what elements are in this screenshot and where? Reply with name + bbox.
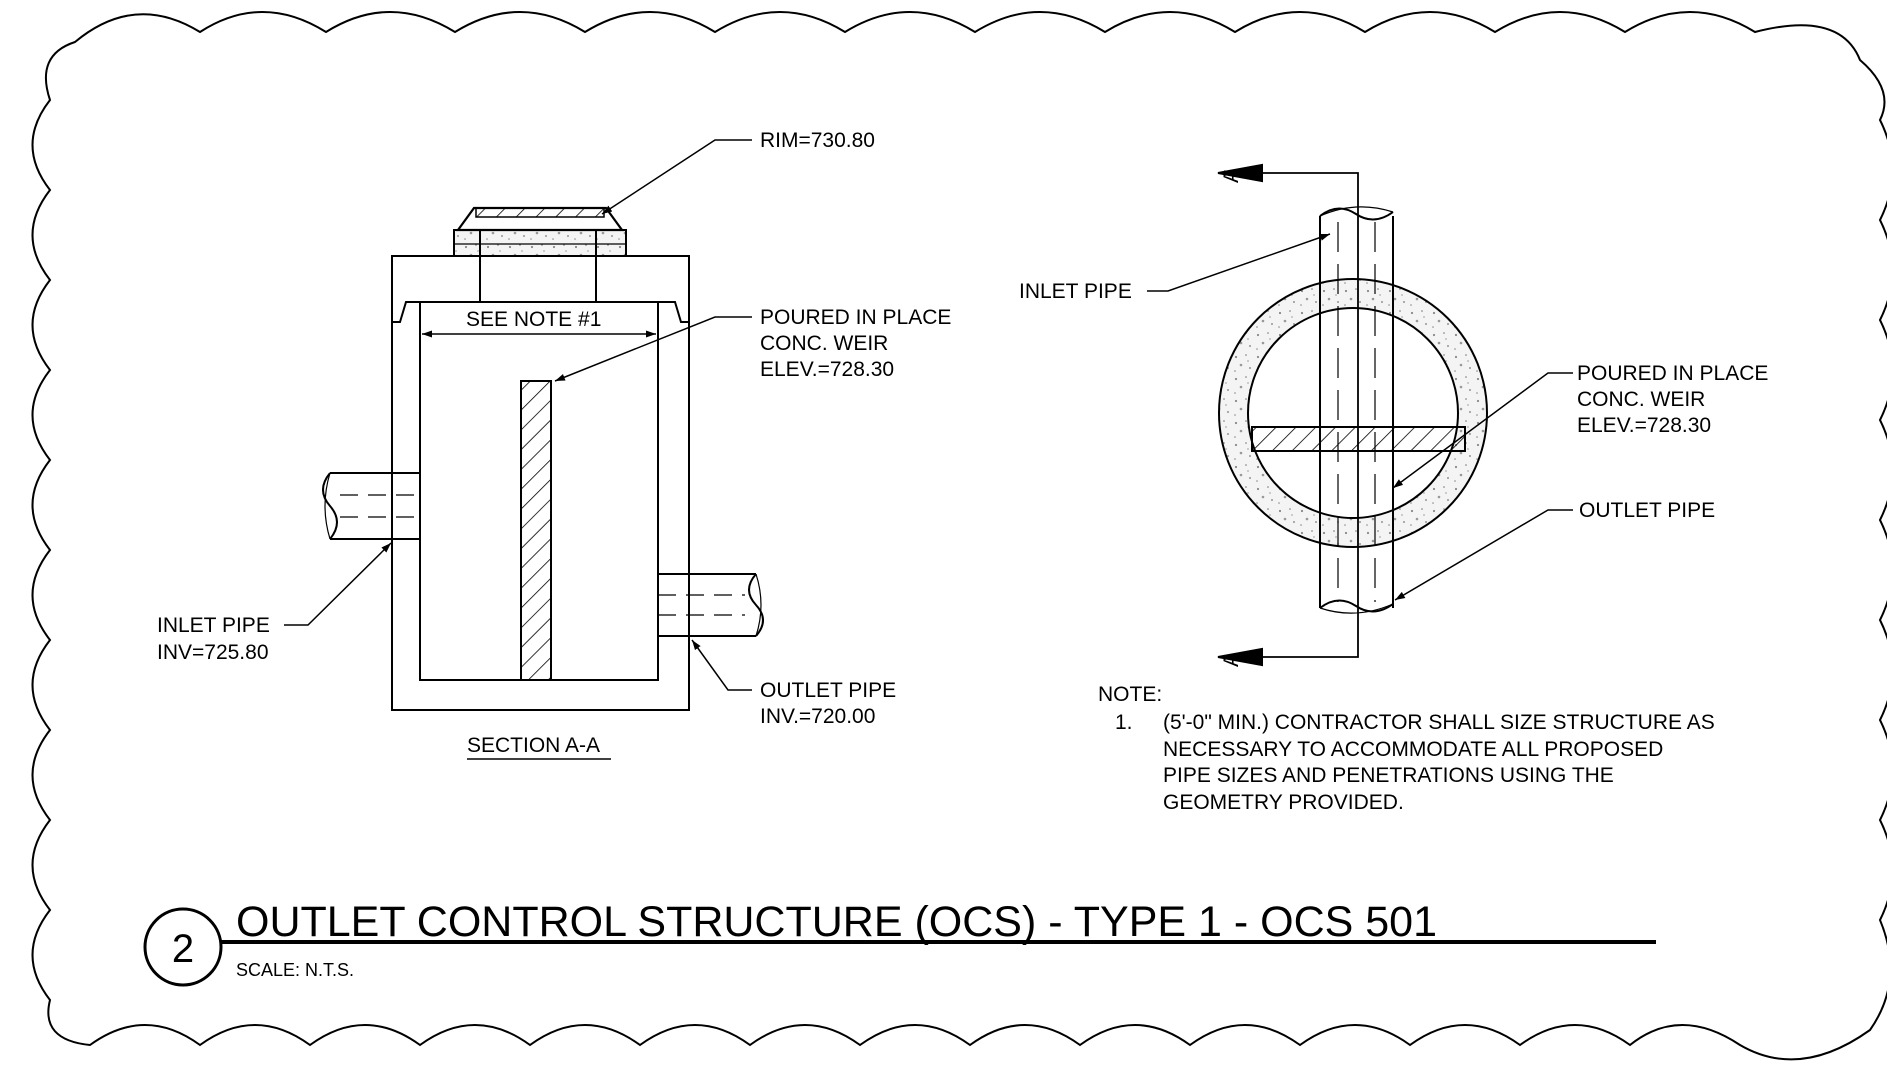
section-cut-line xyxy=(1256,172,1359,658)
inlet-label-line2: INV=725.80 xyxy=(157,641,269,664)
weir-label-line3: ELEV.=728.30 xyxy=(760,358,894,381)
weir-leader-plan xyxy=(1392,372,1573,489)
detail-scale: SCALE: N.T.S. xyxy=(236,960,354,980)
outlet-pipe-section xyxy=(658,573,764,637)
see-note-label: SEE NOTE #1 xyxy=(466,308,601,331)
section-caption: SECTION A-A xyxy=(467,734,600,757)
inlet-leader-section xyxy=(284,542,392,626)
outlet-label-line1: OUTLET PIPE xyxy=(760,679,896,702)
section-view xyxy=(284,139,764,760)
title-block: 2 OUTLET CONTROL STRUCTURE (OCS) - TYPE … xyxy=(143,898,1656,987)
note-number: 1. xyxy=(1115,711,1133,734)
detail-number: 2 xyxy=(172,927,194,971)
plan-view xyxy=(1147,163,1573,667)
plan-weir-label-line1: POURED IN PLACE xyxy=(1577,362,1768,385)
notes-heading: NOTE: xyxy=(1098,683,1162,706)
inlet-leader-plan xyxy=(1147,233,1331,292)
plan-weir-label-line3: ELEV.=728.30 xyxy=(1577,414,1711,437)
weir-label-line2: CONC. WEIR xyxy=(760,332,888,355)
concrete-weir xyxy=(520,380,552,681)
weir-label-line1: POURED IN PLACE xyxy=(760,306,951,329)
plan-outlet-label: OUTLET PIPE xyxy=(1579,499,1715,522)
outlet-leader-section xyxy=(691,639,752,691)
plan-concrete-ring xyxy=(1217,278,1489,548)
revision-cloud xyxy=(31,11,1887,1061)
inlet-label-line1: INLET PIPE xyxy=(157,614,270,637)
plan-weir-label-line2: CONC. WEIR xyxy=(1577,388,1705,411)
note-line-2: NECESSARY TO ACCOMMODATE ALL PROPOSED xyxy=(1163,738,1663,761)
note-line-3: PIPE SIZES AND PENETRATIONS USING THE xyxy=(1163,764,1614,787)
plan-cut-mark-top: A xyxy=(1220,169,1243,183)
outlet-leader-plan xyxy=(1394,509,1573,601)
plan-cut-mark-bottom: A xyxy=(1220,653,1243,667)
note-line-1: (5'-0" MIN.) CONTRACTOR SHALL SIZE STRUC… xyxy=(1163,711,1715,734)
plan-pipes xyxy=(1319,206,1394,614)
inlet-pipe-section xyxy=(322,472,420,540)
outlet-label-line2: INV.=720.00 xyxy=(760,705,875,728)
rim-leader xyxy=(601,139,752,215)
rim-label: RIM=730.80 xyxy=(760,129,875,152)
plan-inlet-label: INLET PIPE xyxy=(1019,280,1132,303)
weir-leader-section xyxy=(554,316,752,382)
detail-title: OUTLET CONTROL STRUCTURE (OCS) - TYPE 1 … xyxy=(236,898,1437,946)
detail-number-bubble xyxy=(143,907,223,987)
note-line-4: GEOMETRY PROVIDED. xyxy=(1163,791,1404,814)
